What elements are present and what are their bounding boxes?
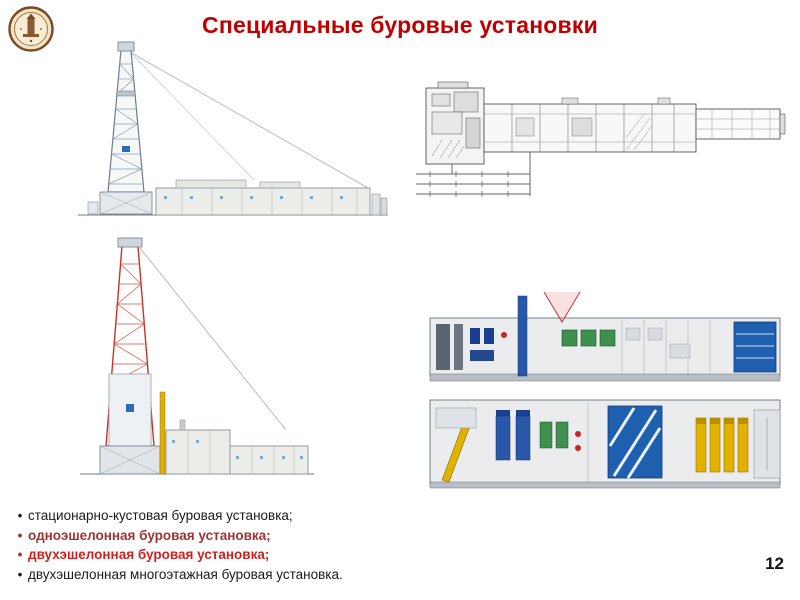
red-derrick-rig-drawing	[80, 237, 314, 475]
two-echelon-plan-drawing	[429, 291, 781, 489]
logo-emblem-icon	[8, 6, 54, 52]
bullet-list: • стационарно-кустовая буровая установка…	[12, 506, 343, 584]
figure-cluster-rig-elevation	[72, 34, 394, 230]
figure-echelon-rig-elevation	[76, 234, 318, 496]
institution-logo-icon	[8, 6, 54, 52]
bullet-text: одноэшелонная буровая установка;	[28, 527, 271, 543]
page-number: 12	[765, 554, 784, 573]
bullet-marker: •	[17, 566, 23, 582]
echelon-rig-technical-drawing	[416, 81, 786, 197]
bullet-item-two-echelon: • двухэшелонная буровая установка;	[12, 545, 343, 565]
figure-single-echelon-rig-drawing	[412, 78, 790, 220]
slide-title: Специальные буровые установки	[202, 12, 598, 38]
bullet-marker: •	[17, 527, 23, 543]
bullet-text: двухэшелонная буровая установка;	[28, 547, 270, 562]
bullet-item-stationary-cluster: • стационарно-кустовая буровая установка…	[12, 506, 343, 526]
figure-two-echelon-rig-plans	[412, 288, 790, 495]
bullet-text: стационарно-кустовая буровая установка;	[28, 508, 293, 523]
bullet-item-single-echelon: • одноэшелонная буровая установка;	[12, 526, 343, 546]
bullet-marker: •	[17, 547, 23, 562]
bullet-text: двухэшелонная многоэтажная буровая устан…	[28, 566, 343, 582]
bullet-item-two-echelon-multistorey: • двухэшелонная многоэтажная буровая уст…	[12, 565, 343, 585]
bullet-marker: •	[17, 508, 23, 523]
cluster-rig-drawing	[78, 41, 388, 216]
